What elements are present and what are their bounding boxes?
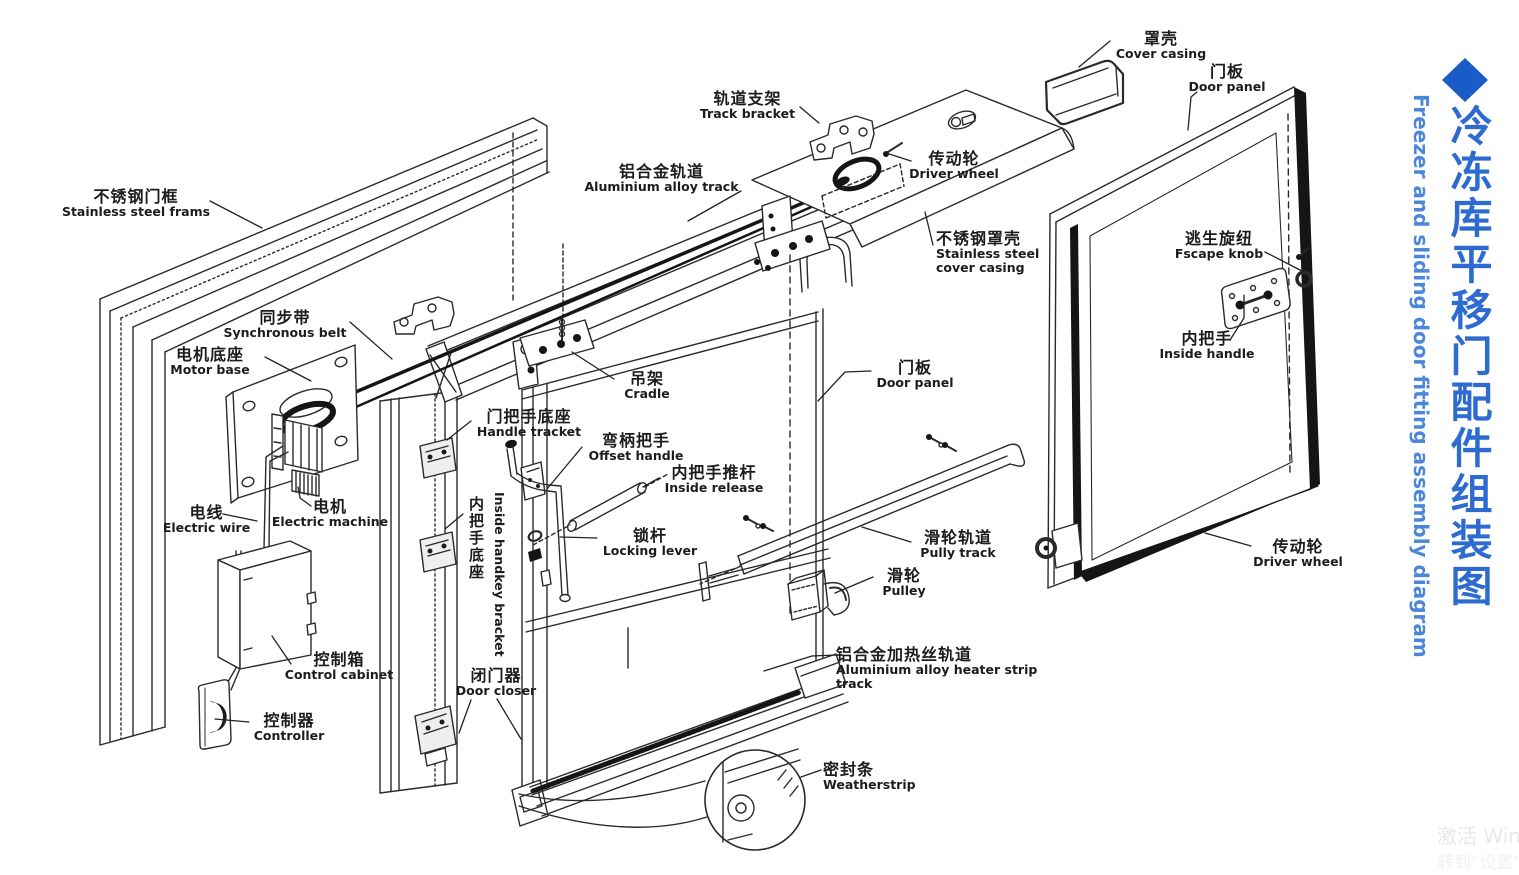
track-bracket-left-drawing [393,296,455,335]
page-title-chinese: 冷冻库平移门配件组装图 [1444,104,1493,610]
label-inside-handkey-bracket-en: Inside handkey bracket [492,492,507,657]
control-cabinet-drawing [217,540,317,670]
controller-drawing [197,679,232,750]
pulley-drawing [787,569,850,621]
title-diamond-icon [1442,58,1488,102]
stainless-frame-drawing [99,117,550,746]
door-closer-left-part [414,705,457,767]
activation-watermark-line2: 转到“设置” [1437,853,1519,873]
cradle-right-drawing [754,220,831,272]
page-title-english: Freezer and sliding door fitting assembl… [1409,94,1433,658]
driver-wheel-top-drawing [821,156,905,219]
cradle-left-drawing [512,317,595,390]
cover-casing-piece-drawing [1044,59,1125,126]
activation-watermark-line1: 激活 Win [1437,824,1519,848]
motor-base-drawing [225,344,359,504]
track-bracket-top-drawing [809,115,903,161]
cover-casing-assembly-drawing [751,89,1075,248]
label-inside-handkey-bracket-cn: 内把手底座 [467,496,485,581]
leader-lines [209,40,1303,778]
handle-hardware-drawing [505,439,669,603]
right-door-drawing [1035,86,1320,589]
pulley-track-drawing [698,434,1026,602]
handkey-rail-drawing [379,390,458,794]
weatherstrip-detail-drawing [518,748,806,851]
